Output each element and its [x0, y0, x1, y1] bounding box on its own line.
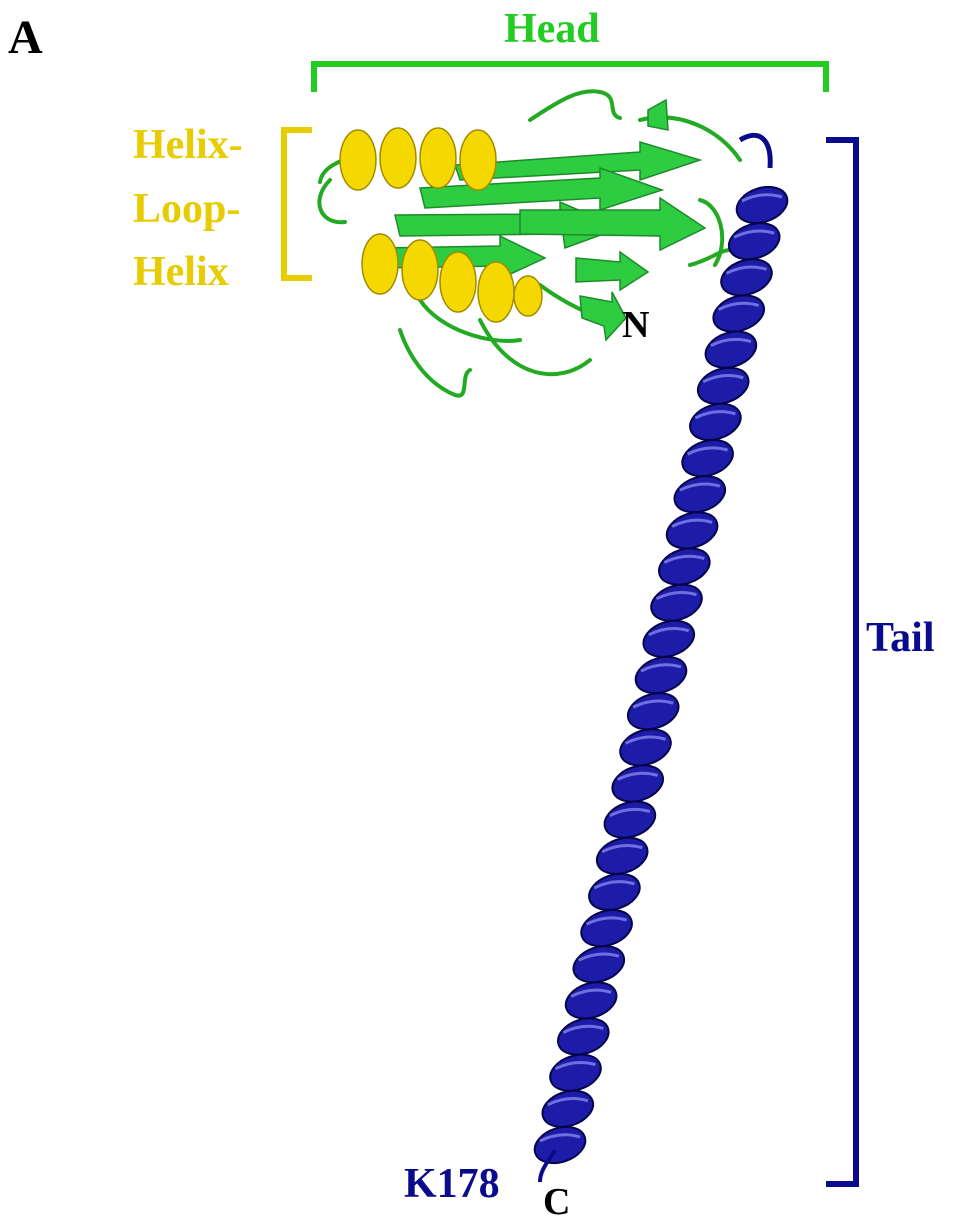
- tail-helix-turn: [701, 325, 761, 373]
- tail-linker: [740, 135, 770, 168]
- tail-helix-turn: [717, 253, 777, 301]
- tail-helix-turn: [569, 940, 629, 988]
- tail-helix-turn: [732, 181, 792, 229]
- tail-helix-turn: [662, 506, 722, 554]
- hlh-label-line-2: Loop-: [133, 188, 240, 230]
- tail-helix-turn: [592, 832, 652, 880]
- tail-helix-turn: [693, 362, 753, 410]
- tail-helix: [530, 181, 792, 1169]
- tail-helix-turn: [538, 1085, 598, 1133]
- tail-helix-turn: [553, 1012, 613, 1060]
- residue-k178-label: K178: [404, 1163, 500, 1205]
- tail-helix-turn: [608, 759, 668, 807]
- tail-helix-turn: [724, 217, 784, 265]
- hlh-label-line-1: Helix-: [133, 124, 243, 166]
- tail-helix-turn: [577, 904, 637, 952]
- tail-label: Tail: [866, 617, 935, 659]
- tail-helix-turn: [561, 976, 621, 1024]
- head-bracket: [314, 64, 826, 92]
- hlh-bracket: [284, 130, 312, 278]
- tail-helix-turn: [530, 1121, 590, 1169]
- tail-helix-turn: [654, 542, 714, 590]
- panel-letter: A: [8, 14, 43, 62]
- tail-helix-turn: [639, 615, 699, 663]
- hlh-label-line-3: Helix: [133, 251, 229, 293]
- tail-helix-turn: [631, 651, 691, 699]
- tail-helix-turn: [670, 470, 730, 518]
- tail-helix-turn: [616, 723, 676, 771]
- tail-helix-turn: [709, 289, 769, 337]
- tail-helix-turn: [600, 795, 660, 843]
- c-terminus-label: C: [543, 1183, 570, 1221]
- tail-helix-turn: [623, 687, 683, 735]
- tail-helix-turn: [685, 398, 745, 446]
- tail-bracket: [826, 140, 856, 1184]
- tail-helix-turn: [647, 578, 707, 626]
- tail-helix-turn: [584, 868, 644, 916]
- n-terminus-label: N: [622, 306, 649, 344]
- tail-helix-turn: [546, 1048, 606, 1096]
- tail-helix-turn: [678, 434, 738, 482]
- head-label: Head: [504, 8, 600, 50]
